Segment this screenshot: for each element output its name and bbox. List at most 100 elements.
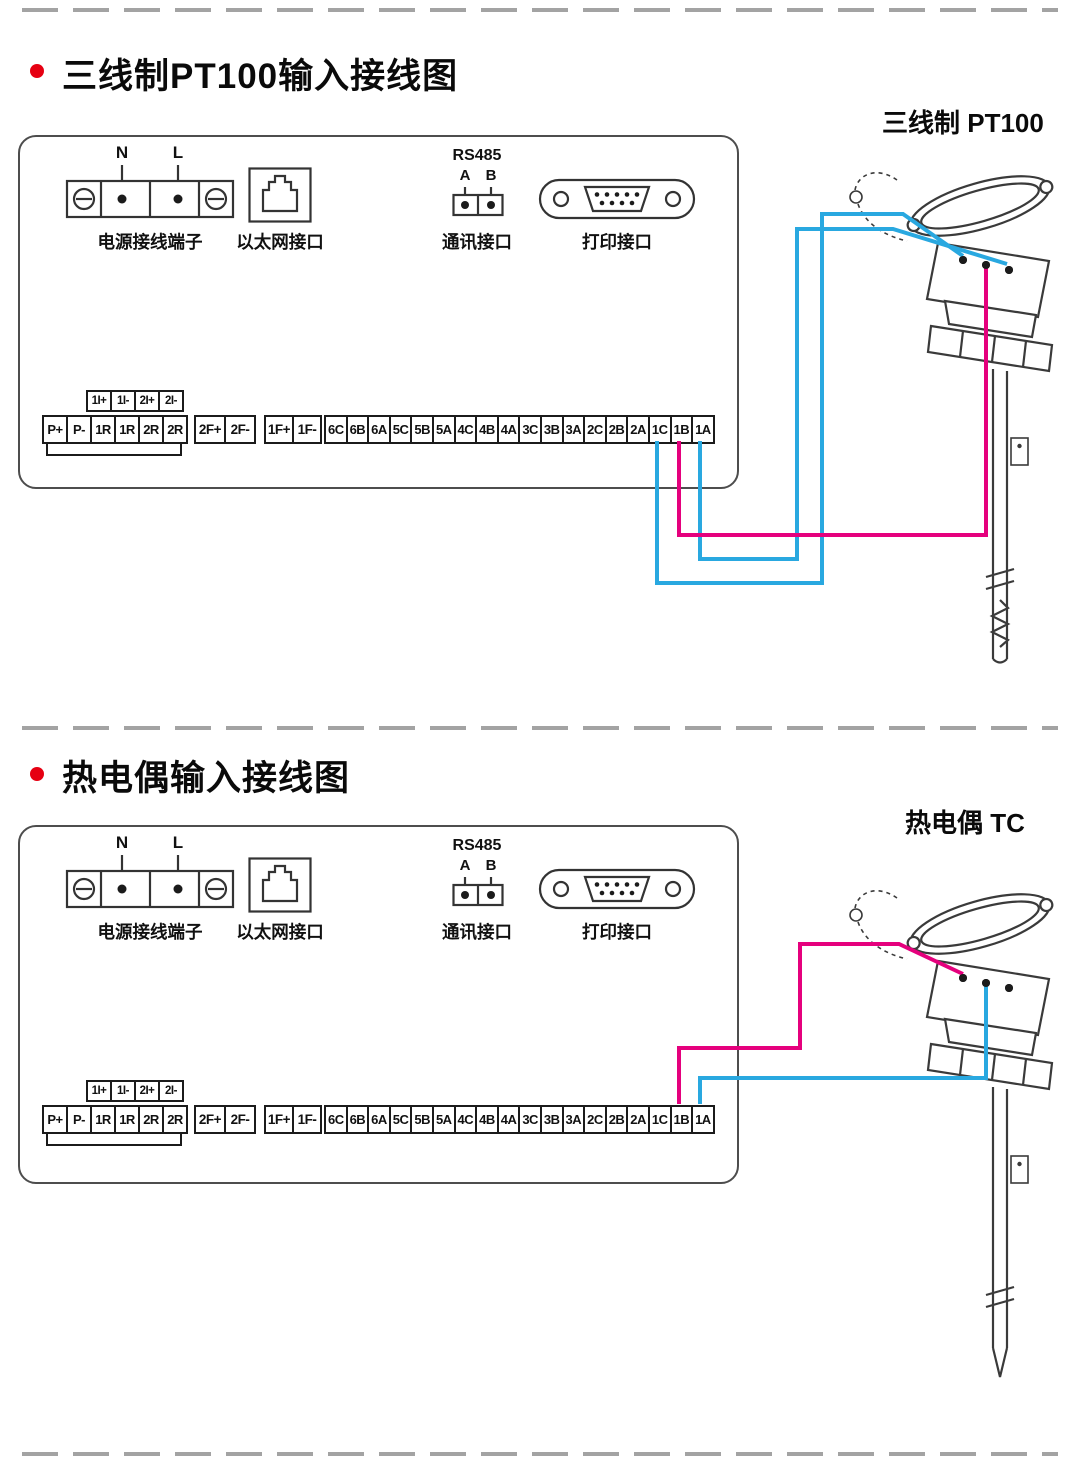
probe-tag (1010, 437, 1029, 466)
terminal-cell: 6B (345, 415, 370, 444)
terminal-cell: 3B (539, 1105, 564, 1134)
terminal-cell: 4A (496, 415, 521, 444)
rs485-b-label: B (485, 167, 497, 184)
terminal-dot (982, 979, 990, 987)
rs485-a-label: A (459, 167, 471, 184)
terminal-cell: 1F- (292, 415, 322, 444)
terminal-cell: 6A (367, 1105, 391, 1134)
tube-break-mark (985, 1285, 1015, 1297)
terminal-cell: 1C (647, 1105, 672, 1134)
terminal-cell: 3C (518, 1105, 542, 1134)
section-title-pt100: 三线制PT100输入接线图 (62, 57, 459, 96)
terminal-cell: P+ (42, 415, 68, 444)
terminal-cell: 4B (475, 415, 499, 444)
power-terminal-block (65, 165, 235, 219)
rs485-port (452, 187, 504, 217)
terminal-cell: 1I+ (86, 1080, 112, 1102)
terminal-cell: 2I- (158, 390, 184, 412)
tube-break-mark (985, 567, 1015, 579)
divider-bottom (22, 1452, 1058, 1456)
terminal-cell: 6B (345, 1105, 370, 1134)
terminal-cell: 5C (388, 1105, 413, 1134)
terminal-cell: 2F+ (194, 415, 226, 444)
terminal-cell: P+ (42, 1105, 68, 1134)
power-l-label: L (172, 833, 184, 852)
terminal-cell: 1R (114, 1105, 140, 1134)
power-n-label: N (115, 143, 129, 162)
bullet-icon (30, 64, 44, 78)
chain-line (854, 171, 898, 191)
ethernet-port-icon (248, 167, 312, 223)
recorder-panel-pt100: N L RS485 A B (18, 135, 739, 489)
terminal-cell: 2I- (158, 1080, 184, 1102)
terminal-cell: 2R (162, 415, 188, 444)
terminal-cell: 4C (453, 415, 478, 444)
terminal-group-1f: 1F+1F- (264, 1105, 322, 1134)
printer-label: 打印接口 (582, 232, 652, 252)
terminal-dot (1005, 984, 1013, 992)
probe-tag (1010, 1155, 1029, 1184)
ethernet-label: 以太网接口 (236, 922, 324, 942)
terminal-cell: 2C (583, 1105, 607, 1134)
divider-top (22, 8, 1058, 12)
terminal-cell: 5A (431, 1105, 456, 1134)
terminal-cell: 3B (539, 415, 564, 444)
rs485-label: RS485 (452, 147, 502, 164)
terminal-cell: 6C (324, 415, 348, 444)
rtd-resistor-symbol (989, 599, 1011, 648)
pt100-probe-drawing (849, 171, 1054, 664)
terminal-bracket (46, 442, 182, 456)
terminal-cell: 4C (453, 1105, 478, 1134)
terminal-cell: 1R (90, 415, 116, 444)
terminal-cell: 1C (647, 415, 672, 444)
terminal-cell: 4B (475, 1105, 499, 1134)
terminal-dot (982, 261, 990, 269)
tc-junction-symbol (991, 1347, 1009, 1378)
db9-printer-port-icon (538, 178, 696, 220)
terminal-cell: 3A (561, 1105, 586, 1134)
power-l-label: L (172, 143, 184, 162)
terminal-cell: 5C (388, 415, 413, 444)
bullet-icon (30, 767, 44, 781)
sensor-cap (906, 893, 1054, 955)
comm-label: 通讯接口 (442, 232, 512, 252)
power-label: 电源接线端子 (97, 922, 203, 942)
terminal-cell: P- (66, 1105, 92, 1134)
terminal-cell: 2R (138, 415, 164, 444)
terminal-cell: 6C (324, 1105, 348, 1134)
terminal-cell: 1F- (292, 1105, 322, 1134)
terminal-cell: 2A (626, 415, 650, 444)
terminal-cell: 3A (561, 415, 586, 444)
rs485-a-label: A (459, 857, 471, 874)
sensor-cap (906, 175, 1054, 237)
terminal-cell: 1R (114, 415, 140, 444)
terminal-cell: 1A (691, 1105, 715, 1134)
terminal-cell: 4A (496, 1105, 521, 1134)
terminal-cell: 2B (604, 415, 629, 444)
terminal-cell: 1F+ (264, 415, 294, 444)
chain-line (854, 889, 898, 909)
divider-middle (22, 726, 1058, 730)
terminal-cell: 2I+ (134, 390, 160, 412)
terminal-cell: 2F- (224, 415, 256, 444)
terminal-cell: 2A (626, 1105, 650, 1134)
terminal-cell: 2F- (224, 1105, 256, 1134)
power-label: 电源接线端子 (97, 232, 203, 252)
db9-printer-port-icon (538, 868, 696, 910)
tc-sensor-label: 热电偶 TC (905, 808, 1025, 838)
terminal-dot (959, 256, 967, 264)
terminal-cell: 1B (669, 415, 694, 444)
rs485-b-label: B (485, 857, 497, 874)
recorder-panel-tc: N L RS485 A B (18, 825, 739, 1184)
terminal-bracket (46, 1132, 182, 1146)
terminal-cell: 5A (431, 415, 456, 444)
terminal-cell: 6A (367, 415, 391, 444)
terminal-cell: 2R (138, 1105, 164, 1134)
terminal-cell: 2B (604, 1105, 629, 1134)
chain-ring-icon (849, 190, 863, 204)
terminal-cell: 2C (583, 415, 607, 444)
terminal-row-aux: 1I+1I-2I+2I- (86, 390, 184, 412)
terminal-cell: 2R (162, 1105, 188, 1134)
